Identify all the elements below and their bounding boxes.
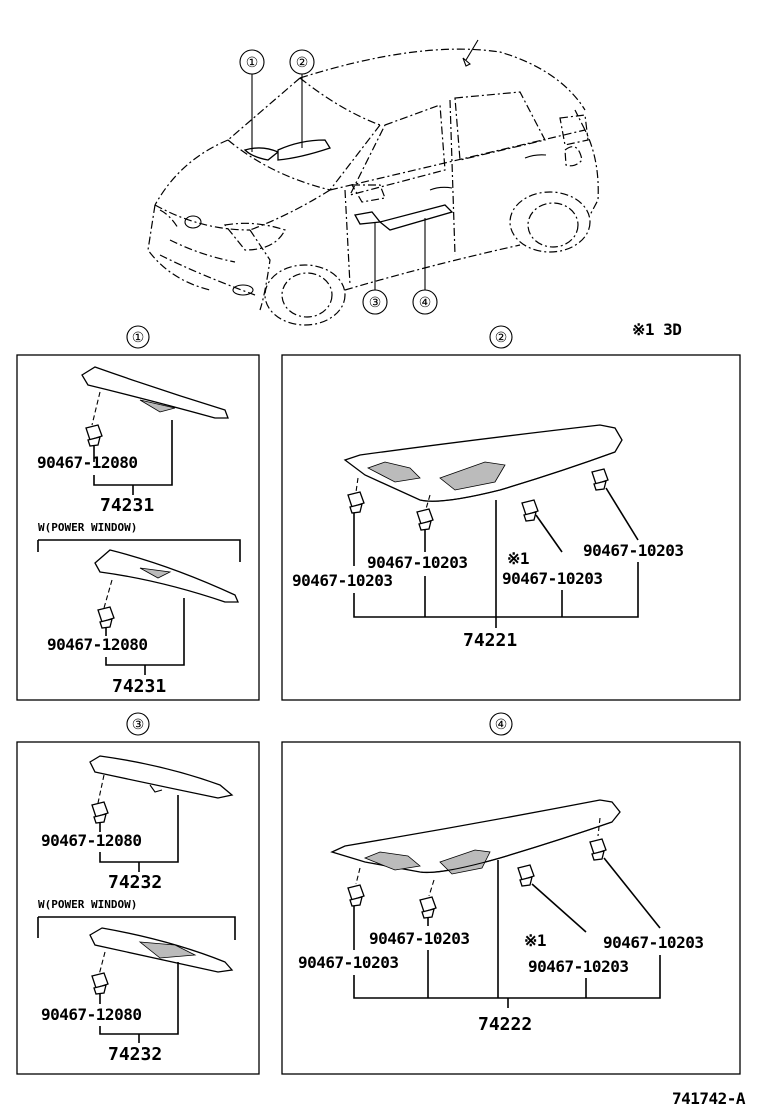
panel-3-top-clip-number: 90467-12080 [41, 831, 141, 850]
panel-3-top-clip-icon [91, 801, 109, 824]
panel-3-bottom-part-number: 74232 [108, 1044, 162, 1065]
panel-4-part-number: 74222 [478, 1014, 532, 1035]
panel-3-title: ③ [132, 717, 145, 733]
panel-1-top-clip-icon [85, 424, 103, 447]
panel-4-clip-b-number: 90467-10203 [369, 929, 469, 948]
panel-4-clip-c-icon [517, 864, 535, 887]
panel-3: ③ 90467-12080 74232 W(POWER WINDOW) 9046… [16, 712, 260, 1075]
panel-2-frame [281, 354, 741, 701]
panel-1: ① 90467-12080 74231 W(POWER WINDOW) 9046… [16, 325, 260, 701]
panel-2-part-number: 74221 [463, 630, 517, 651]
panel-2-clip-c-mark: ※1 [507, 549, 529, 568]
diagram-code: 741742-A [672, 1089, 746, 1108]
panel-1-top-trim [81, 366, 229, 419]
panel-1-bottom-clip-number: 90467-12080 [47, 635, 147, 654]
panel-2-clip-a-number: 90467-10203 [292, 571, 392, 590]
panel-2-clip-c-number: 90467-10203 [502, 569, 602, 588]
panel-1-bottom-clip-icon [97, 606, 115, 629]
rear-wheel [509, 191, 591, 253]
panel-1-top-part-number: 74231 [100, 495, 154, 516]
panel-2-title: ② [495, 330, 508, 346]
panel-2-clip-d-icon [591, 468, 609, 491]
panel-1-bottom-trim [94, 549, 239, 603]
overview-callout-1-label: ① [246, 55, 259, 71]
panel-1-top-clip-number: 90467-12080 [37, 453, 137, 472]
overview-callout-4-label: ④ [419, 295, 432, 311]
car-overview: ① ② ③ ④ [147, 39, 599, 326]
panel-4-clip-c-mark: ※1 [524, 931, 546, 950]
panel-2-clip-d-number: 90467-10203 [583, 541, 683, 560]
panel-1-bottom-part-number: 74231 [112, 676, 166, 697]
panel-4-clip-a-number: 90467-10203 [298, 953, 398, 972]
panel-4-clip-d-icon [589, 838, 607, 861]
overview-callout-2: ② [289, 49, 315, 75]
car-part-3-highlight [353, 211, 382, 225]
car-hood-line [154, 139, 229, 206]
panel-4-title: ④ [495, 717, 508, 733]
panel-1-title: ① [132, 330, 145, 346]
car-roof-line [299, 48, 586, 111]
panel-2: ② 90467-10203 ※1 90467-10203 [281, 325, 741, 701]
car-part-1-highlight [243, 147, 280, 161]
front-wheel [264, 264, 346, 326]
panel-3-option-label: W(POWER WINDOW) [38, 898, 137, 911]
overview-callout-3-label: ③ [369, 295, 382, 311]
overview-callout-3: ③ [362, 289, 388, 315]
panel-2-clip-a-icon [347, 491, 365, 514]
panel-3-bottom-clip-number: 90467-12080 [41, 1005, 141, 1024]
panel-4: ④ 90467-10203 ※1 90467-10203 [281, 712, 741, 1075]
note-3d: ※1 3D [632, 320, 681, 339]
panel-2-clip-c-icon [521, 499, 539, 522]
overview-callout-4: ④ [412, 289, 438, 315]
panel-4-frame [281, 741, 741, 1075]
panel-1-option-label: W(POWER WINDOW) [38, 521, 137, 534]
panel-2-clip-b-number: 90467-10203 [367, 553, 467, 572]
panel-4-clip-b-icon [419, 896, 437, 919]
overview-callout-2-label: ② [296, 55, 309, 71]
panel-3-frame [16, 741, 260, 1075]
panel-3-top-trim [89, 755, 234, 799]
panel-4-clip-a-icon [347, 884, 365, 907]
overview-callout-1: ① [239, 49, 265, 75]
panel-4-clip-c-number: 90467-10203 [528, 957, 628, 976]
panel-2-clip-b-icon [416, 508, 434, 531]
panel-4-clip-d-number: 90467-10203 [603, 933, 703, 952]
car-part-2-highlight [277, 139, 331, 161]
panel-3-bottom-clip-icon [91, 972, 109, 995]
car-part-4-highlight [378, 204, 454, 231]
panel-1-frame [16, 354, 260, 701]
panel-3-top-part-number: 74232 [108, 872, 162, 893]
